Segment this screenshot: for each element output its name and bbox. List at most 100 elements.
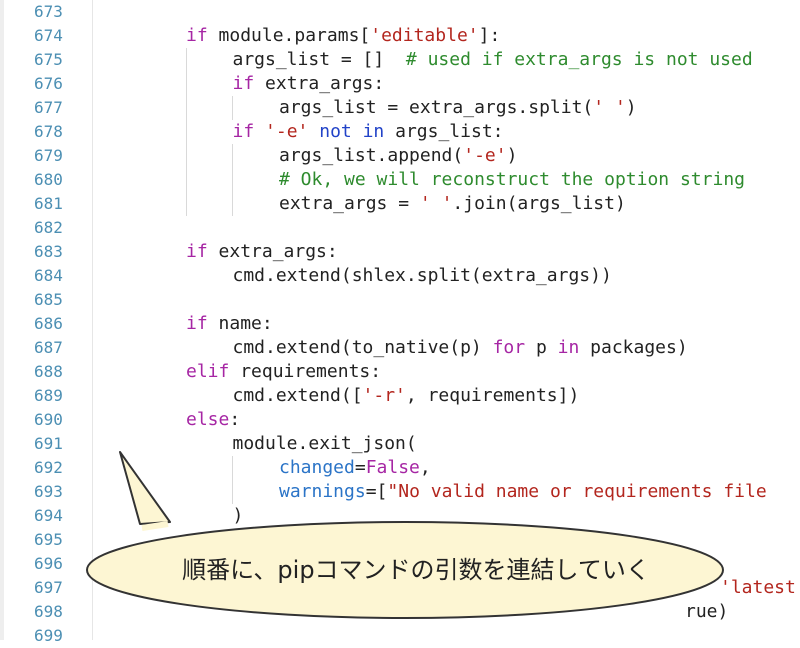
indent-guide: [232, 456, 233, 504]
code-token: args_list.append(: [279, 145, 464, 166]
code-token: ): [232, 505, 244, 526]
code-token: name:: [207, 313, 273, 334]
code-token: # used if extra_args is not used: [405, 49, 753, 70]
code-token: ): [506, 145, 518, 166]
code-line: elif requirements:: [186, 360, 381, 384]
code-token: ]:: [478, 25, 501, 46]
code-token: [254, 121, 265, 142]
code-token: not: [319, 121, 352, 142]
code-line: if extra_args:: [233, 72, 385, 96]
line-number: 687: [34, 338, 63, 357]
code-token: if: [186, 313, 208, 334]
code-token: module.params[: [207, 25, 371, 46]
code-line: cmd.extend(shlex.split(extra_args)): [233, 264, 612, 288]
line-number: 675: [34, 50, 63, 69]
gutter-edge: [0, 0, 4, 640]
code-token: else: [186, 409, 230, 430]
code-token: if: [186, 25, 208, 46]
code-token: args_list:: [384, 121, 504, 142]
code-token: False: [365, 457, 420, 478]
line-number: 697: [34, 578, 63, 597]
code-line: if module.params['editable']:: [186, 24, 500, 48]
gutter-divider: [92, 0, 93, 640]
line-number: 684: [34, 266, 63, 285]
line-number: 691: [34, 434, 63, 453]
code-token: ' ': [419, 193, 453, 214]
line-number: 676: [34, 74, 63, 93]
code-line: args_list.append('-e'): [279, 144, 517, 168]
code-token: ' ': [593, 97, 626, 118]
code-line: 'latest: [720, 576, 796, 600]
code-line: rue): [685, 600, 728, 624]
line-number: 688: [34, 362, 63, 381]
code-token: in: [362, 121, 385, 142]
line-number: 692: [34, 458, 63, 477]
code-token: ): [625, 97, 637, 118]
code-token: '-r': [362, 385, 406, 406]
code-line: module.exit_json(: [233, 432, 417, 456]
indent-guide: [186, 48, 187, 216]
line-number: 693: [34, 482, 63, 501]
code-token: =[: [365, 481, 388, 502]
line-number: 685: [34, 290, 63, 309]
line-number: 689: [34, 386, 63, 405]
code-token: :: [229, 409, 241, 430]
line-number: 696: [34, 554, 63, 573]
code-token: =: [354, 457, 366, 478]
line-number: 699: [34, 626, 63, 645]
code-token: warnings: [279, 481, 366, 502]
code-line: if '-e' not in args_list:: [233, 120, 504, 144]
code-line: args_list = extra_args.split(' '): [279, 96, 637, 120]
line-number: 686: [34, 314, 63, 333]
indent-guide: [232, 144, 233, 216]
code-token: 'editable': [370, 25, 479, 46]
code-token: in: [557, 337, 580, 358]
code-token: for: [492, 337, 526, 358]
code-token: , requirements]): [405, 385, 580, 406]
line-number: 679: [34, 146, 63, 165]
code-token: '-e': [265, 121, 309, 142]
line-number: 698: [34, 602, 63, 621]
code-token: cmd.extend(to_native(p): [232, 337, 493, 358]
code-token: extra_args =: [279, 193, 420, 214]
code-editor-area[interactable]: if module.params['editable']:args_list =…: [93, 0, 800, 640]
indent-guide: [232, 96, 233, 120]
code-token: args_list = []: [232, 49, 406, 70]
line-number: 673: [34, 2, 63, 21]
callout-text: 順番に、pipコマンドの引数を連結していく: [182, 556, 650, 584]
code-line: args_list = [] # used if extra_args is n…: [233, 48, 753, 72]
code-token: "No valid name or requirements file: [387, 481, 767, 502]
line-number: 695: [34, 530, 63, 549]
line-number: 678: [34, 122, 63, 141]
code-token: cmd.extend(shlex.split(extra_args)): [232, 265, 612, 286]
code-token: module.exit_json(: [232, 433, 417, 454]
code-line: extra_args = ' '.join(args_list): [279, 192, 626, 216]
line-number: 677: [34, 98, 63, 117]
code-token: '-e': [463, 145, 507, 166]
code-token: rue): [685, 601, 729, 622]
line-number: 680: [34, 170, 63, 189]
line-number: 683: [34, 242, 63, 261]
code-token: # Ok, we will reconstruct the option str…: [279, 169, 745, 190]
code-token: ,: [419, 457, 431, 478]
code-token: packages): [579, 337, 688, 358]
code-line: if extra_args:: [186, 240, 338, 264]
code-token: [352, 121, 363, 142]
code-token: elif: [186, 361, 230, 382]
code-line: changed=False,: [279, 456, 431, 480]
line-number: 690: [34, 410, 63, 429]
code-line: warnings=["No valid name or requirements…: [279, 480, 767, 504]
code-line: else:: [186, 408, 240, 432]
code-line: # Ok, we will reconstruct the option str…: [279, 168, 745, 192]
code-token: extra_args:: [254, 73, 385, 94]
code-token: p: [525, 337, 558, 358]
code-line: ): [233, 504, 244, 528]
code-token: [308, 121, 319, 142]
line-number: 674: [34, 26, 63, 45]
code-token: .join(args_list): [452, 193, 626, 214]
line-number: 694: [34, 506, 63, 525]
code-line: cmd.extend(to_native(p) for p in package…: [233, 336, 688, 360]
code-token: extra_args:: [207, 241, 338, 262]
code-token: if: [186, 241, 208, 262]
code-token: cmd.extend([: [232, 385, 363, 406]
